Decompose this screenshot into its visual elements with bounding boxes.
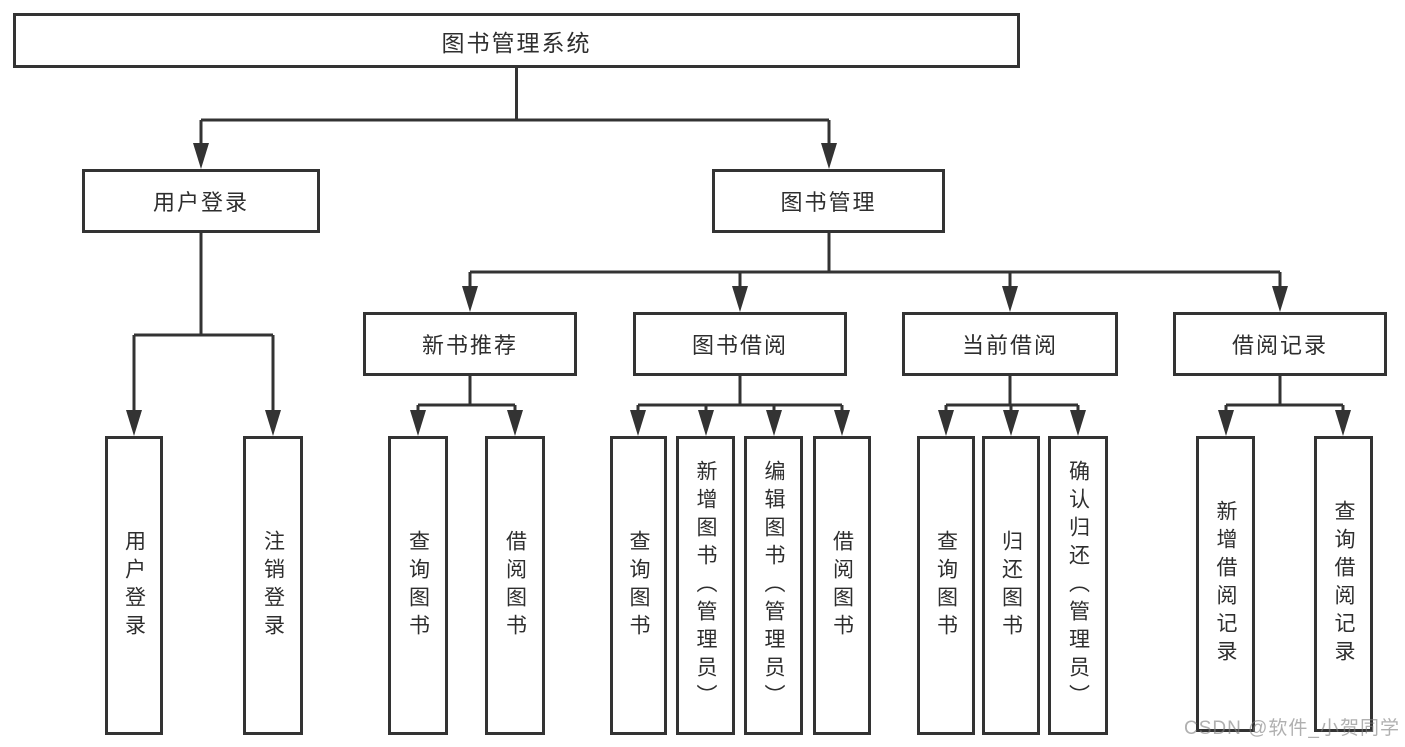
arrowheads-borrowingrecords-leaves <box>1218 410 1351 436</box>
connector-newbookrec-to-leaves <box>416 375 517 413</box>
leaf-borrowing-borrow-books: 借阅图书 <box>813 436 871 735</box>
arrowheads-bookborrowing-leaves <box>630 410 850 436</box>
leaf-borrowing-add-books-admin: 新增图书（管理员） <box>676 436 735 735</box>
arrowheads-level2 <box>462 286 1288 312</box>
leaf-user-login: 用户登录 <box>105 436 163 735</box>
node-new-book-recommend: 新书推荐 <box>363 312 577 376</box>
leaf-current-return-books: 归还图书 <box>982 436 1040 735</box>
connector-bookborrowing-to-leaves <box>636 375 844 413</box>
leaf-newbook-query-books: 查询图书 <box>388 436 448 735</box>
leaf-records-query-record: 查询借阅记录 <box>1314 436 1373 732</box>
node-book-management: 图书管理 <box>712 169 945 233</box>
connector-borrowingrecords-to-leaves <box>1224 375 1345 413</box>
arrowheads-userlogin-leaves <box>126 410 281 436</box>
connector-root-to-level1 <box>199 66 831 146</box>
leaf-borrowing-edit-books-admin: 编辑图书（管理员） <box>744 436 803 735</box>
leaf-current-confirm-return-admin: 确认归还（管理员） <box>1048 436 1108 735</box>
leaf-logout: 注销登录 <box>243 436 303 735</box>
node-borrowing-records: 借阅记录 <box>1173 312 1387 376</box>
leaf-newbook-borrow-books: 借阅图书 <box>485 436 545 735</box>
arrowheads-level1 <box>193 143 837 169</box>
arrowheads-newbookrec-leaves <box>410 410 523 436</box>
node-book-borrowing: 图书借阅 <box>633 312 847 376</box>
connector-bookmgmt-to-level2 <box>468 233 1282 289</box>
leaf-records-add-record: 新增借阅记录 <box>1196 436 1255 732</box>
arrowheads-currentborrowing-leaves <box>938 410 1086 436</box>
node-current-borrowing: 当前借阅 <box>902 312 1118 376</box>
node-user-login: 用户登录 <box>82 169 320 233</box>
connector-currentborrowing-to-leaves <box>944 375 1080 413</box>
leaf-borrowing-query-books: 查询图书 <box>610 436 667 735</box>
node-root: 图书管理系统 <box>13 13 1020 68</box>
leaf-current-query-books: 查询图书 <box>917 436 975 735</box>
connector-userlogin-to-leaves <box>132 233 275 413</box>
